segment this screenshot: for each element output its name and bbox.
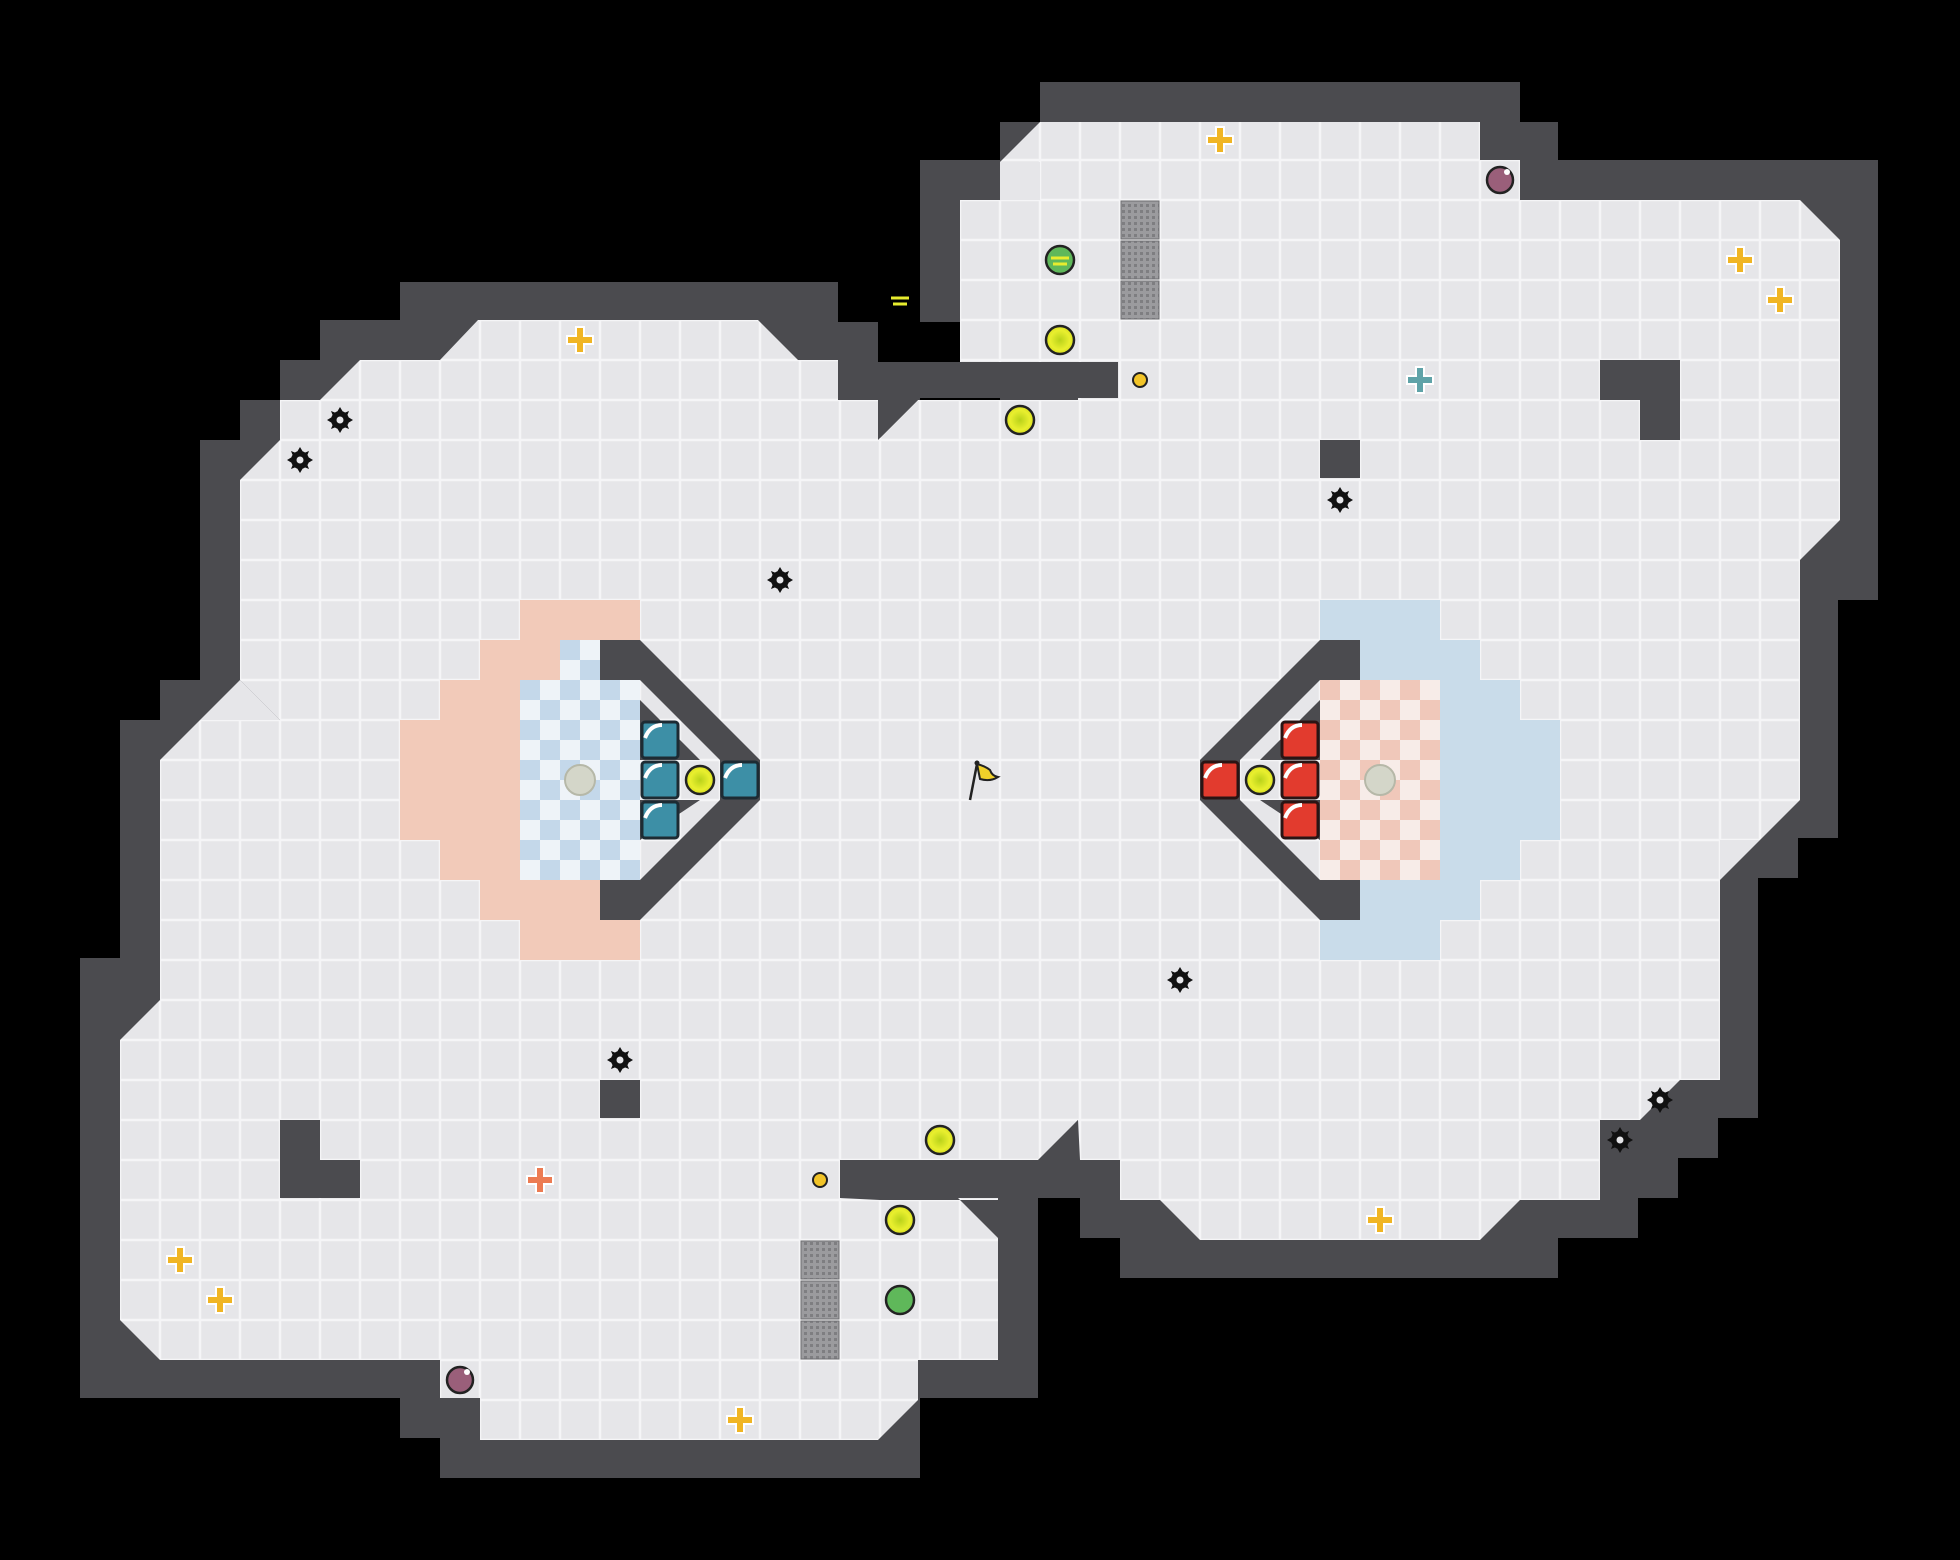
spike-icon [1167,967,1193,993]
powerup-icon [1366,1206,1394,1234]
base-tile-icon [640,760,680,800]
blue-team-zone [1320,600,1560,960]
powerups [166,126,1794,1434]
wall-block-upper [1320,440,1360,478]
powerup-icon [1726,246,1754,274]
wall-block-lower [600,1080,640,1118]
spike-icon [767,567,793,593]
map-floor [120,122,1840,1440]
wall-top-mid [880,362,1118,438]
bomb-icon [445,1365,475,1395]
boost-icon [1244,764,1276,796]
wall-l-upper-right [1600,360,1680,440]
gate-tile [800,1240,840,1280]
powerup-icon [1766,286,1794,314]
gates [800,200,1160,1360]
boost-icon [1004,404,1036,436]
boost-icon [884,1204,916,1236]
base-tile-icon [1280,720,1320,760]
spike-icon [287,447,313,473]
powerup-icon [206,1286,234,1314]
powerup-icon [566,326,594,354]
powerup-icon [1206,126,1234,154]
wall-l-lower-left [280,1120,360,1198]
wall-right-step [1680,840,1760,880]
token-icon [1132,372,1148,388]
boosts [684,244,1276,1316]
flag-spot-blue [564,764,596,796]
wall-left-step [200,680,280,720]
spike-icon [1607,1127,1633,1153]
base-tile-icon [720,760,760,800]
team-boost-icon [884,296,916,1316]
powerup-icon [726,1406,754,1434]
floor-area [120,122,1840,1440]
base-tile-icon [1280,800,1320,840]
powerup-icon [166,1246,194,1274]
inner-walls [200,162,1760,1238]
spike-icon [1327,487,1353,513]
token-icon [812,1172,828,1188]
boost-icon [1044,324,1076,356]
base-tile-icon [1280,760,1320,800]
base-tile-icon [640,720,680,760]
base-tile-icon [640,800,680,840]
gate-tile [800,1280,840,1320]
bomb-icon [1485,165,1515,195]
boost-icon [684,764,716,796]
spikes [287,407,1673,1153]
base-tile-icon [1200,760,1240,800]
powerup-blue-icon [1406,366,1434,394]
team-boost-icon [1044,244,1076,276]
wall-bottom-mid [840,1120,1078,1238]
gate-tile [1120,240,1160,280]
blue-base-tiles [640,720,760,840]
boost-icon [924,1124,956,1156]
powerup-red-icon [526,1166,554,1194]
spike-icon [327,407,353,433]
red-base-tiles [1200,720,1320,840]
wall-upper-notch [1000,162,1040,200]
gate-tile [1120,280,1160,320]
spike-icon [1647,1087,1673,1113]
gate-tile [1120,200,1160,240]
spike-icon [607,1047,633,1073]
gate-tile [800,1320,840,1360]
flag-spot-red [1364,764,1396,796]
bombs [445,165,1515,1395]
flag-icon [968,760,1001,801]
